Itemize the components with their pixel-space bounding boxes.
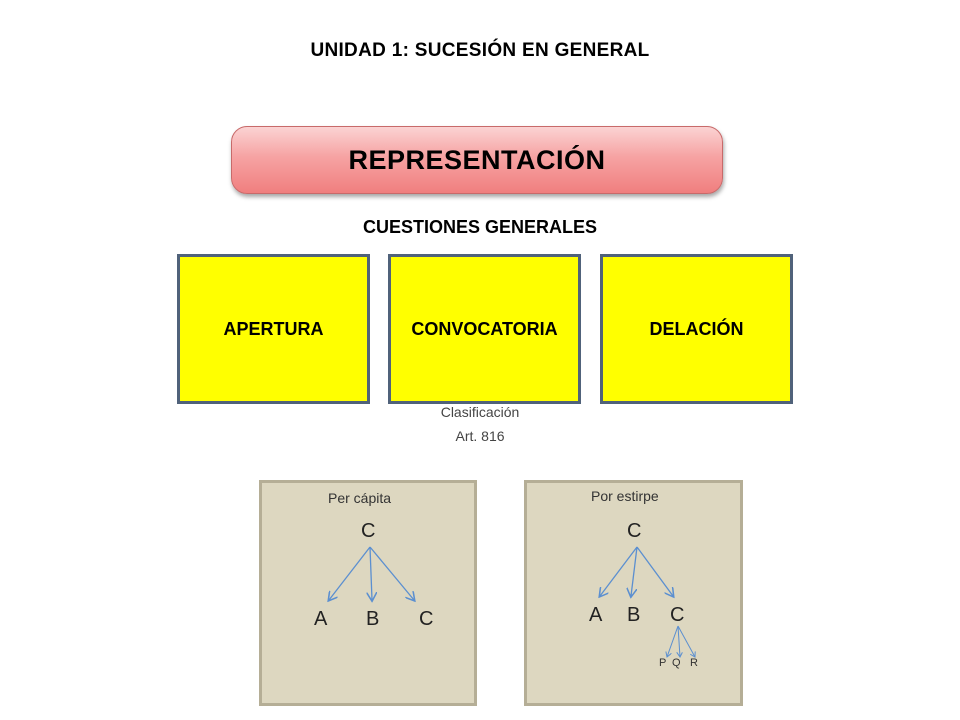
grandchild-r: R <box>690 657 698 669</box>
por-estirpe-panel: Por estirpe C A B C P Q R <box>524 480 743 706</box>
apertura-label: APERTURA <box>223 318 324 339</box>
per-capita-label: Per cápita <box>328 490 392 506</box>
grandchild-q: Q <box>672 657 681 669</box>
article-note: Art. 816 <box>455 428 505 444</box>
por-estirpe-child-b: B <box>627 604 641 626</box>
per-capita-root-node: C <box>361 520 376 542</box>
delacion-box: DELACIÓN <box>600 254 793 404</box>
per-capita-child-a: A <box>314 608 328 630</box>
convocatoria-box: CONVOCATORIA <box>388 254 581 404</box>
apertura-box: APERTURA <box>177 254 370 404</box>
per-capita-child-b: B <box>366 608 380 630</box>
por-estirpe-arrows <box>527 546 740 703</box>
per-capita-child-c: C <box>419 608 434 630</box>
por-estirpe-label: Por estirpe <box>591 488 659 504</box>
per-capita-panel: Per cápita C A B C <box>259 480 477 706</box>
delacion-label: DELACIÓN <box>649 318 744 339</box>
page-title: UNIDAD 1: SUCESIÓN EN GENERAL <box>310 40 650 61</box>
por-estirpe-child-c: C <box>670 604 685 626</box>
section-subtitle: CUESTIONES GENERALES <box>362 217 598 237</box>
por-estirpe-root-node: C <box>627 520 642 542</box>
clasificacion-note: Clasificación <box>440 404 520 420</box>
representacion-banner: REPRESENTACIÓN <box>231 126 723 194</box>
convocatoria-label: CONVOCATORIA <box>411 318 558 339</box>
por-estirpe-child-a: A <box>589 604 603 626</box>
grandchild-p: P <box>659 657 667 669</box>
per-capita-arrows <box>262 546 474 703</box>
banner-label: REPRESENTACIÓN <box>348 144 606 175</box>
